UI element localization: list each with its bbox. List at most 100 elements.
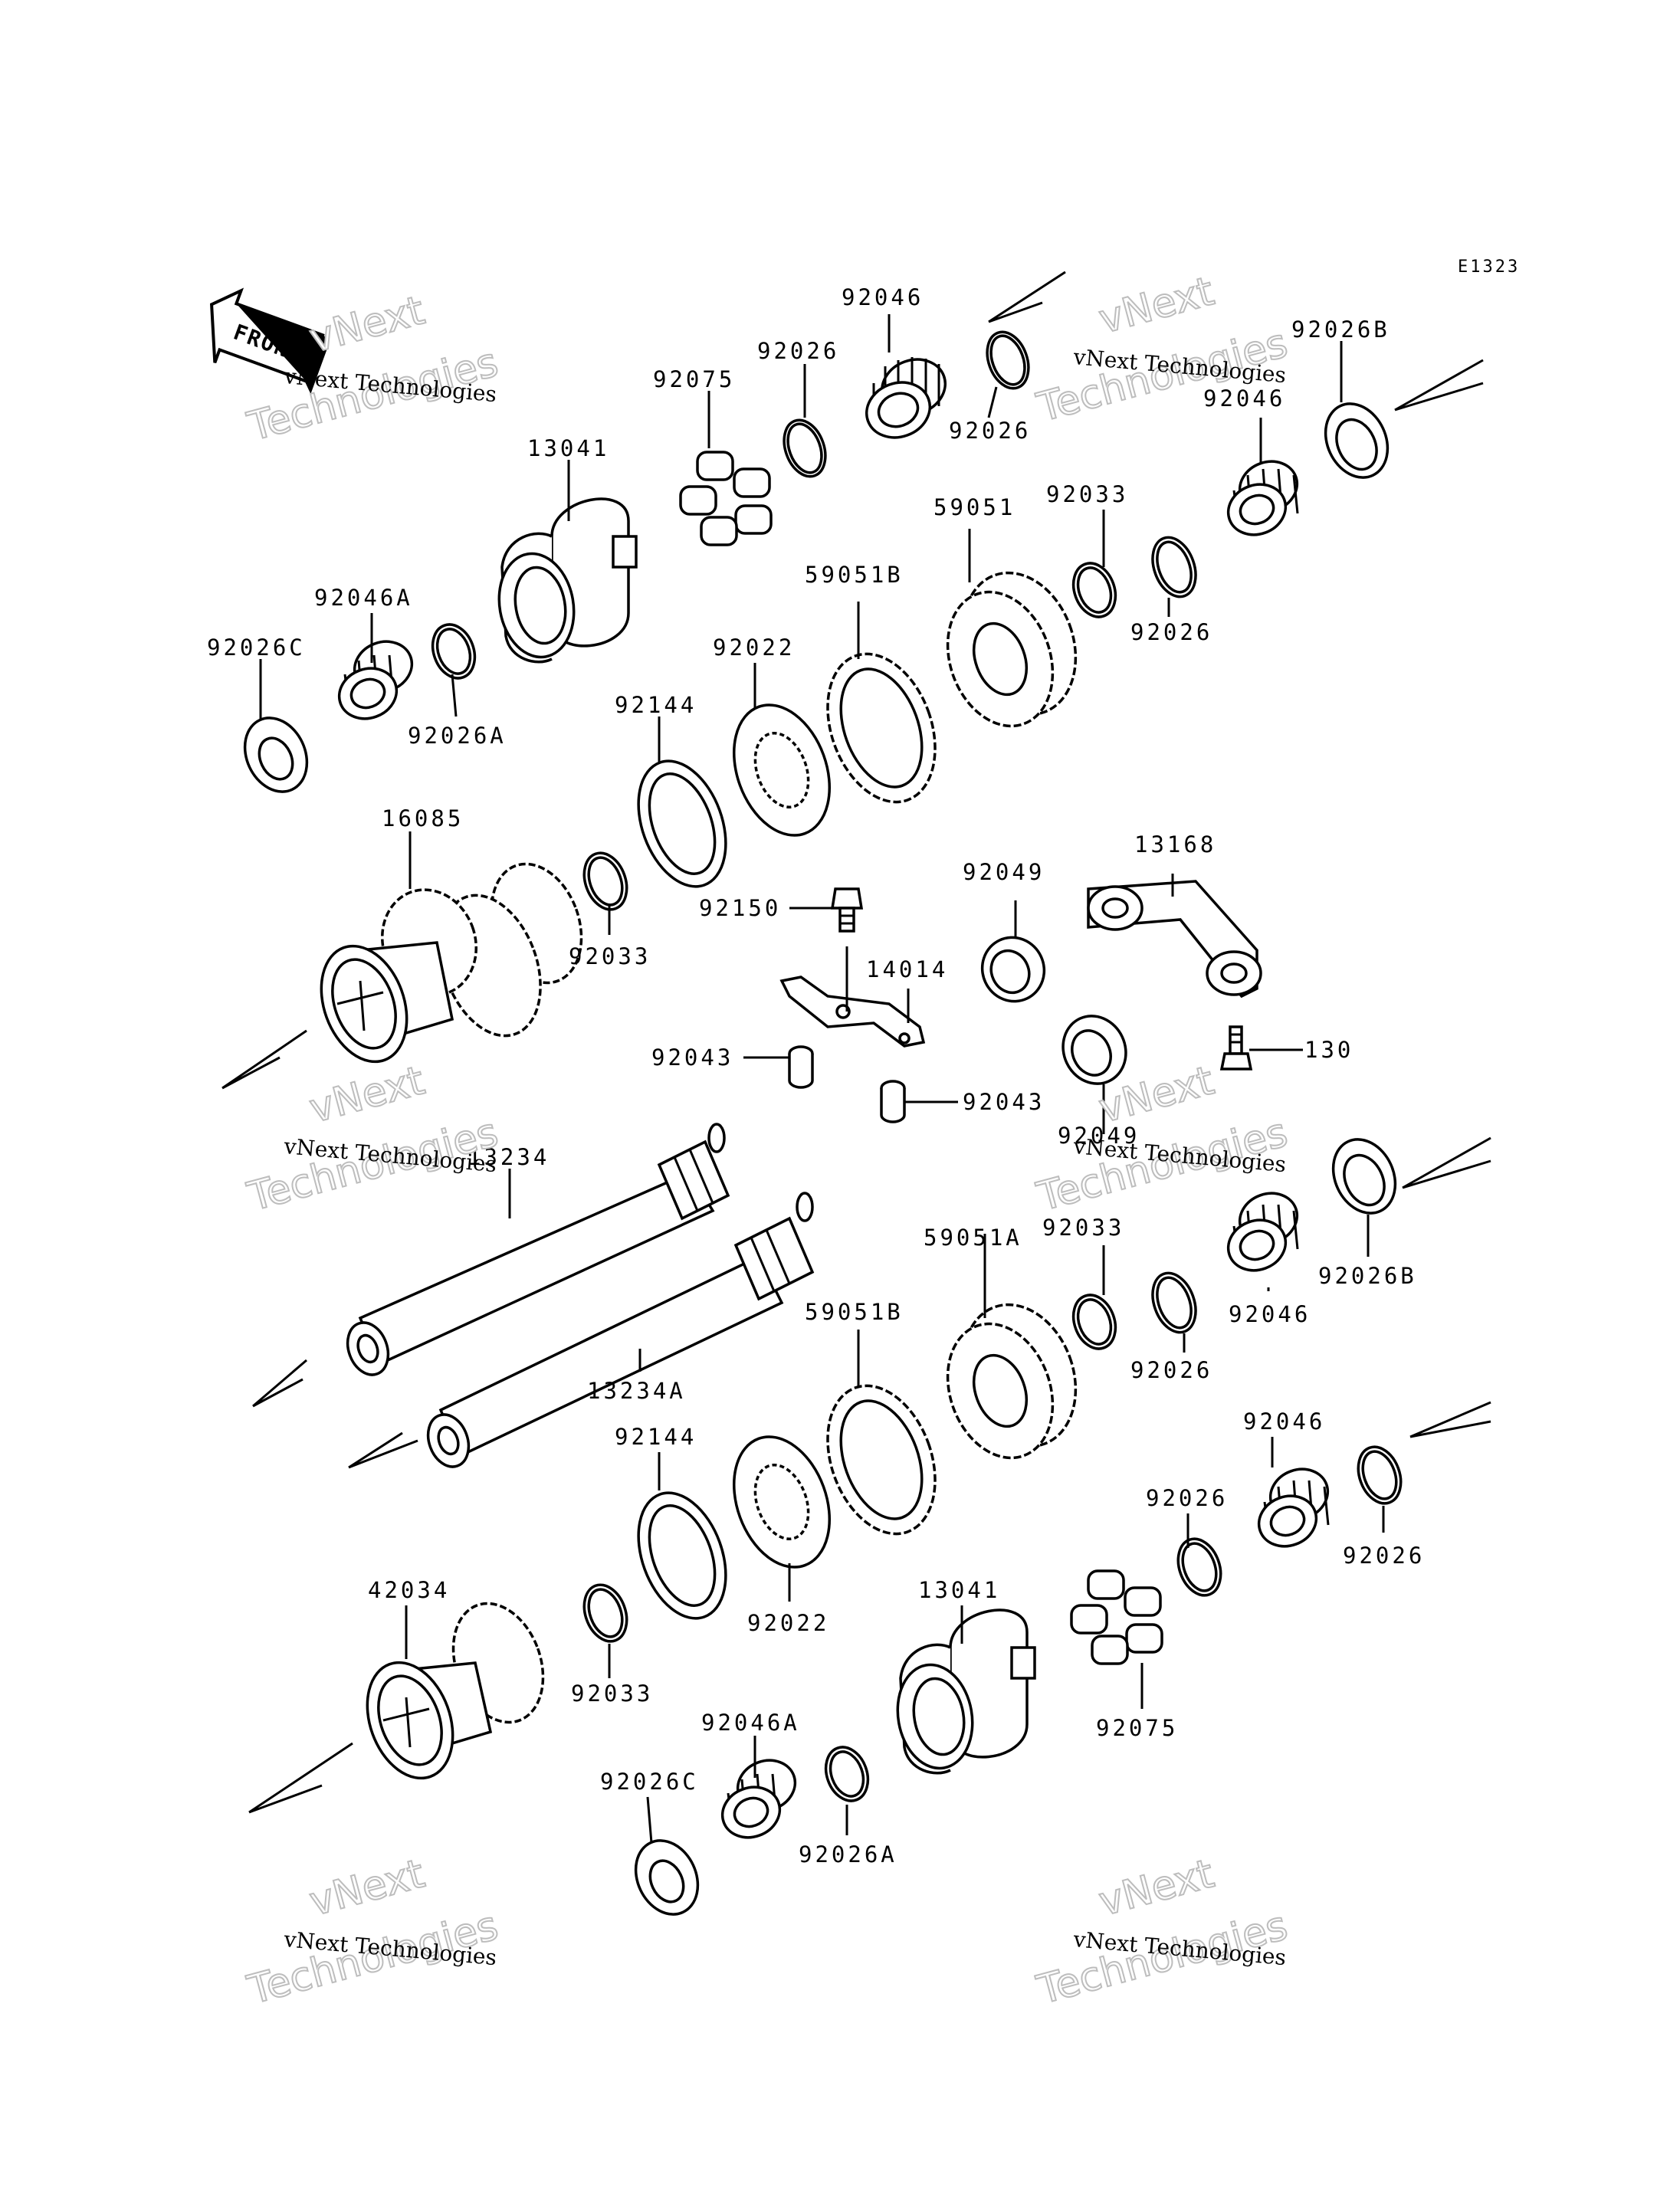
- front-arrow-icon: FRONT: [209, 287, 329, 395]
- svg-text:vNext: vNext: [305, 287, 429, 362]
- part-label: 92046: [1229, 1301, 1311, 1327]
- part-label: 42034: [368, 1577, 450, 1603]
- part-label: 92043: [963, 1089, 1045, 1115]
- gear-59051: [946, 571, 1078, 728]
- needle-bearing-92046-mid: [1226, 1192, 1299, 1272]
- part-label: 92022: [713, 635, 795, 661]
- watermark: vNext Technologies vNext Technologies: [242, 1057, 504, 1221]
- dowel-pin-92043-b: [880, 1080, 906, 1123]
- needle-bearing-92046-lower: [1257, 1467, 1330, 1548]
- part-label: 16085: [382, 805, 464, 831]
- washer-92144-bottom: [637, 1491, 727, 1620]
- oil-seal-92049-bottom: [1061, 1015, 1127, 1085]
- part-label: 92026: [757, 338, 839, 364]
- gear-59051B-bottom: [826, 1384, 937, 1536]
- part-label: 92026: [1343, 1543, 1425, 1569]
- svg-text:vNext: vNext: [305, 1851, 429, 1925]
- bracket-14014: [779, 976, 926, 1048]
- diagram-code: E1323: [1458, 257, 1520, 277]
- washer-92026C-bottom: [634, 1839, 700, 1916]
- part-label: 92026C: [600, 1769, 699, 1795]
- part-label: 92026B: [1291, 316, 1390, 343]
- damper-rubber-92075-top: [679, 451, 773, 546]
- part-labels: 92046 92026 92075 92026 92026B 92046 130…: [207, 284, 1425, 1867]
- hub-13041-top: [497, 497, 638, 664]
- part-label: 92046A: [314, 585, 413, 611]
- circlip-92033-top: [1071, 562, 1117, 618]
- part-label: 13234: [468, 1144, 550, 1170]
- part-label: 92026: [1146, 1485, 1228, 1511]
- circlip-92033-lower: [1071, 1294, 1117, 1350]
- washer-92144-top: [637, 759, 727, 888]
- watermark: vNext Technologies vNext Technologies: [242, 1850, 504, 2015]
- needle-bearing-92046-right: [1226, 460, 1299, 536]
- leader-lines: [259, 314, 1385, 1844]
- part-label: 13041: [527, 435, 609, 461]
- damper-rubber-92075-bottom: [1070, 1569, 1163, 1665]
- part-label: 59051: [934, 494, 1016, 520]
- ring-92026-b: [783, 418, 827, 478]
- ring-92026-d: [1151, 1271, 1197, 1334]
- part-label: 59051B: [805, 562, 904, 588]
- shaft-13234: [346, 1123, 730, 1376]
- part-label: 92026A: [799, 1841, 897, 1867]
- washer-92026B-top: [1324, 402, 1390, 479]
- part-label: 130: [1304, 1037, 1354, 1063]
- part-label: 13234A: [587, 1378, 686, 1404]
- ring-92026A-bottom: [824, 1746, 870, 1802]
- part-label: 92026: [949, 418, 1031, 444]
- part-label: 59051A: [924, 1225, 1022, 1251]
- plate-92022-top: [732, 703, 832, 837]
- part-label: 92033: [569, 943, 651, 969]
- dowel-pin-92043-a: [788, 1045, 814, 1089]
- ring-92026-c: [1151, 536, 1197, 598]
- circlip-92033-bottom: [582, 1583, 628, 1643]
- part-label: 92049: [963, 859, 1045, 885]
- part-label: 92033: [571, 1681, 653, 1707]
- oil-seal-92049-top: [980, 936, 1046, 1003]
- svg-text:vNext: vNext: [1094, 1851, 1219, 1925]
- svg-text:vNext: vNext: [305, 1058, 429, 1132]
- part-label: 92026: [1130, 1357, 1212, 1383]
- shaft-13234A: [426, 1192, 815, 1468]
- needle-bearing-92046A-top: [337, 640, 414, 720]
- part-label: 13168: [1134, 831, 1216, 857]
- part-label: 92150: [699, 895, 781, 921]
- part-label: 92046: [1203, 385, 1285, 412]
- part-label: 92046: [1243, 1408, 1325, 1435]
- svg-text:vNext: vNext: [1094, 268, 1219, 343]
- part-label: 59051B: [805, 1299, 904, 1325]
- part-label: 92033: [1042, 1215, 1124, 1241]
- gear-59051A: [946, 1303, 1078, 1460]
- washer-92026B-bottom: [1331, 1138, 1397, 1215]
- ring-92026-f: [1357, 1445, 1403, 1505]
- part-label: 92026: [1130, 619, 1212, 645]
- ring-92026A-top: [431, 623, 477, 680]
- shift-rod-13168: [1087, 880, 1262, 998]
- part-label: 92075: [653, 366, 735, 392]
- axis-lines: [221, 271, 1491, 1814]
- bolt-92150: [830, 887, 864, 933]
- needle-bearing-92046-top: [865, 357, 947, 439]
- part-label: 92049: [1058, 1123, 1140, 1149]
- hub-13041-bottom: [896, 1608, 1036, 1775]
- gear-59051B-top: [826, 652, 937, 804]
- part-label: 92026B: [1318, 1263, 1417, 1289]
- circlip-92033-mid: [582, 851, 628, 911]
- cluster-gear-16085: [320, 862, 583, 1064]
- part-label: 92046: [842, 284, 924, 310]
- part-label: 92033: [1046, 481, 1128, 507]
- bolt-130: [1219, 1025, 1253, 1071]
- plate-92022-bottom: [732, 1435, 832, 1569]
- washer-92026C-top: [243, 716, 309, 793]
- part-label: 92022: [747, 1610, 829, 1636]
- needle-bearing-92046A-bottom: [720, 1759, 797, 1839]
- part-label: 92026A: [408, 723, 507, 749]
- part-label: 92075: [1096, 1715, 1178, 1741]
- ring-92026-e: [1176, 1537, 1222, 1597]
- part-label: 92144: [615, 1424, 697, 1450]
- part-label: 13041: [918, 1577, 1000, 1603]
- part-label: 92144: [615, 692, 697, 718]
- ring-92026-a: [986, 330, 1030, 390]
